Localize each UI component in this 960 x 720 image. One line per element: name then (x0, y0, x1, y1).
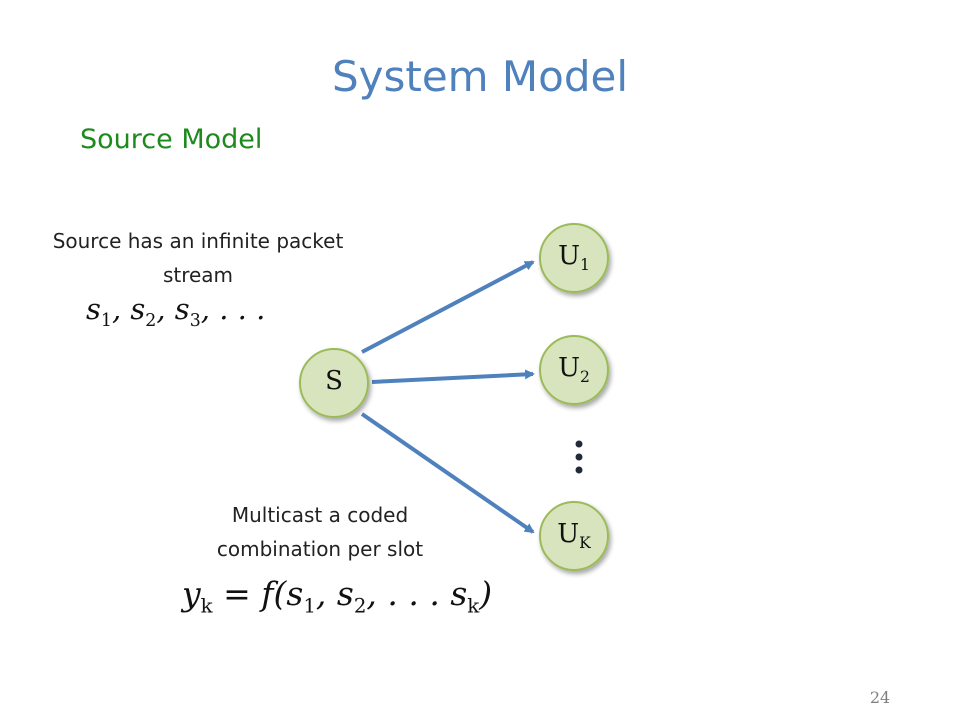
node-user-k (539, 501, 609, 571)
ellipsis-dot (575, 466, 583, 474)
node-user-k-label: UK (557, 519, 591, 553)
ellipsis-dot (575, 440, 583, 448)
math-coded-combination: yk = f(s1, s2, . . . sk) (182, 574, 493, 618)
math-packet-stream: s1, s2, s3, . . . (86, 292, 266, 331)
node-user-1 (539, 223, 609, 293)
node-user-2-label: U2 (558, 353, 590, 387)
page-number: 24 (869, 688, 891, 707)
ellipsis-dot (575, 453, 583, 461)
node-user-2 (539, 335, 609, 405)
node-user-1-label: U1 (558, 241, 590, 275)
slide-title: System Model (331, 52, 629, 101)
slide-subtitle: Source Model (80, 124, 263, 155)
edge-s-u2 (371, 369, 535, 384)
edge-s-uk (360, 412, 535, 534)
caption-source-stream: Source has an infinite packet stream (52, 229, 344, 287)
edge-s-u1 (361, 260, 535, 354)
node-source-label: S (325, 366, 343, 396)
caption-multicast: Multicast a coded combination per slot (216, 503, 424, 561)
node-source (299, 348, 369, 418)
